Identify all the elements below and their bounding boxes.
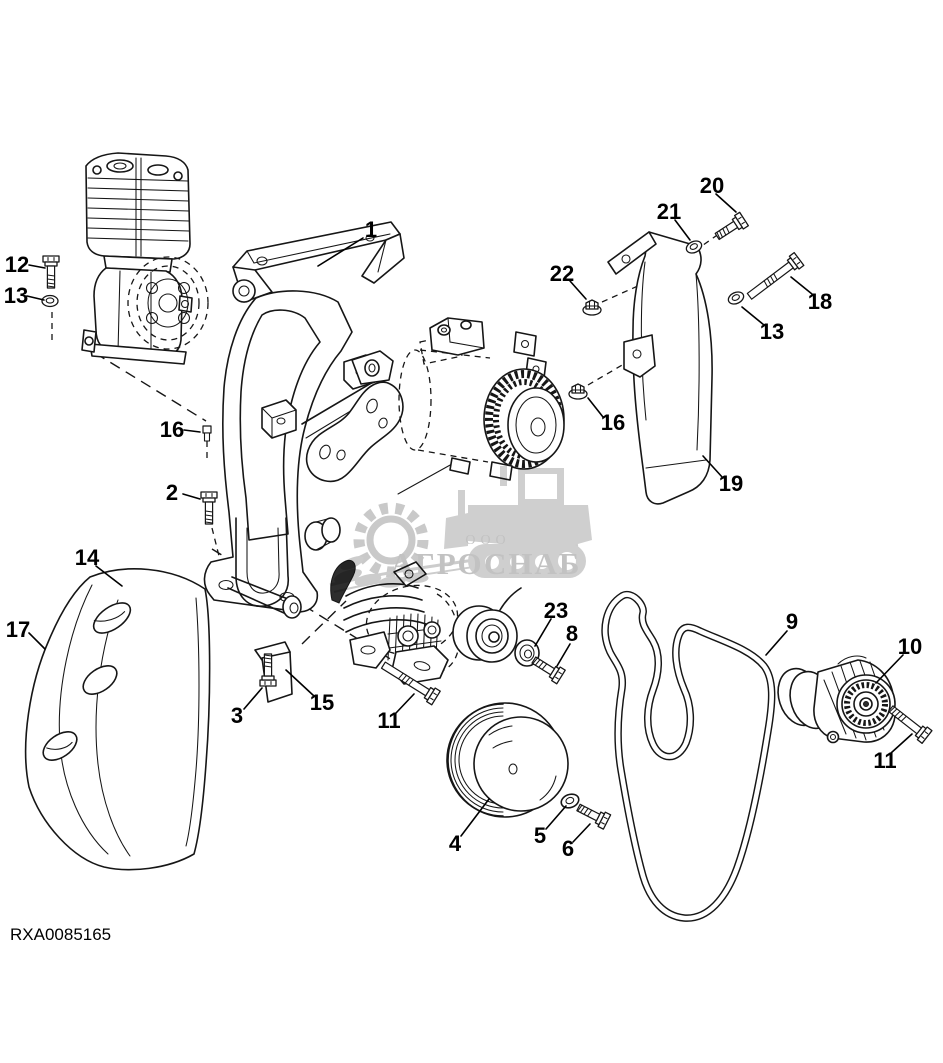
grooved-pulley-drawing [446, 702, 612, 830]
bolt-2-drawing [200, 491, 218, 525]
bolt-20-drawing [712, 211, 750, 244]
small-bracket-drawing [254, 641, 293, 703]
serpentine-belt-drawing [601, 590, 776, 922]
watermark-company-name: АГРОСНАБ [391, 546, 582, 581]
washer-13-drawing [725, 288, 747, 308]
bolt-8-drawing [528, 652, 566, 685]
bolt-6-drawing [574, 799, 612, 830]
washer-13-drawing [41, 294, 59, 308]
bolt-18-drawing [744, 251, 805, 304]
washer-23-drawing [514, 639, 540, 667]
watermark: ООО АГРОСНАБ [329, 466, 592, 593]
ac-compressor-drawing [398, 317, 565, 481]
washer-5-drawing [560, 793, 580, 809]
plug-16-drawing [202, 425, 212, 442]
mounting-bracket-drawing [203, 221, 405, 619]
air-compressor-drawing [81, 152, 209, 365]
callout-leader-lines [26, 193, 913, 843]
nut-16-drawing [568, 383, 588, 400]
bolt-12-drawing [42, 255, 60, 289]
belt-tensioner-drawing [777, 655, 933, 744]
belt-shield-drawing [607, 231, 713, 505]
watermark-company-type: ООО [465, 533, 510, 548]
strap-loop-drawing [235, 517, 289, 607]
nut-22-drawing [582, 299, 602, 316]
compressor-clutch-phantom [127, 256, 209, 350]
watermark-tractor-icon [444, 466, 592, 578]
link-plate-drawing [305, 381, 404, 483]
belt-cover-drawing [24, 568, 211, 871]
fastener-group-left [41, 255, 218, 666]
idler-pulley-drawing [452, 587, 566, 685]
image-code: RXA0085165 [10, 925, 112, 944]
